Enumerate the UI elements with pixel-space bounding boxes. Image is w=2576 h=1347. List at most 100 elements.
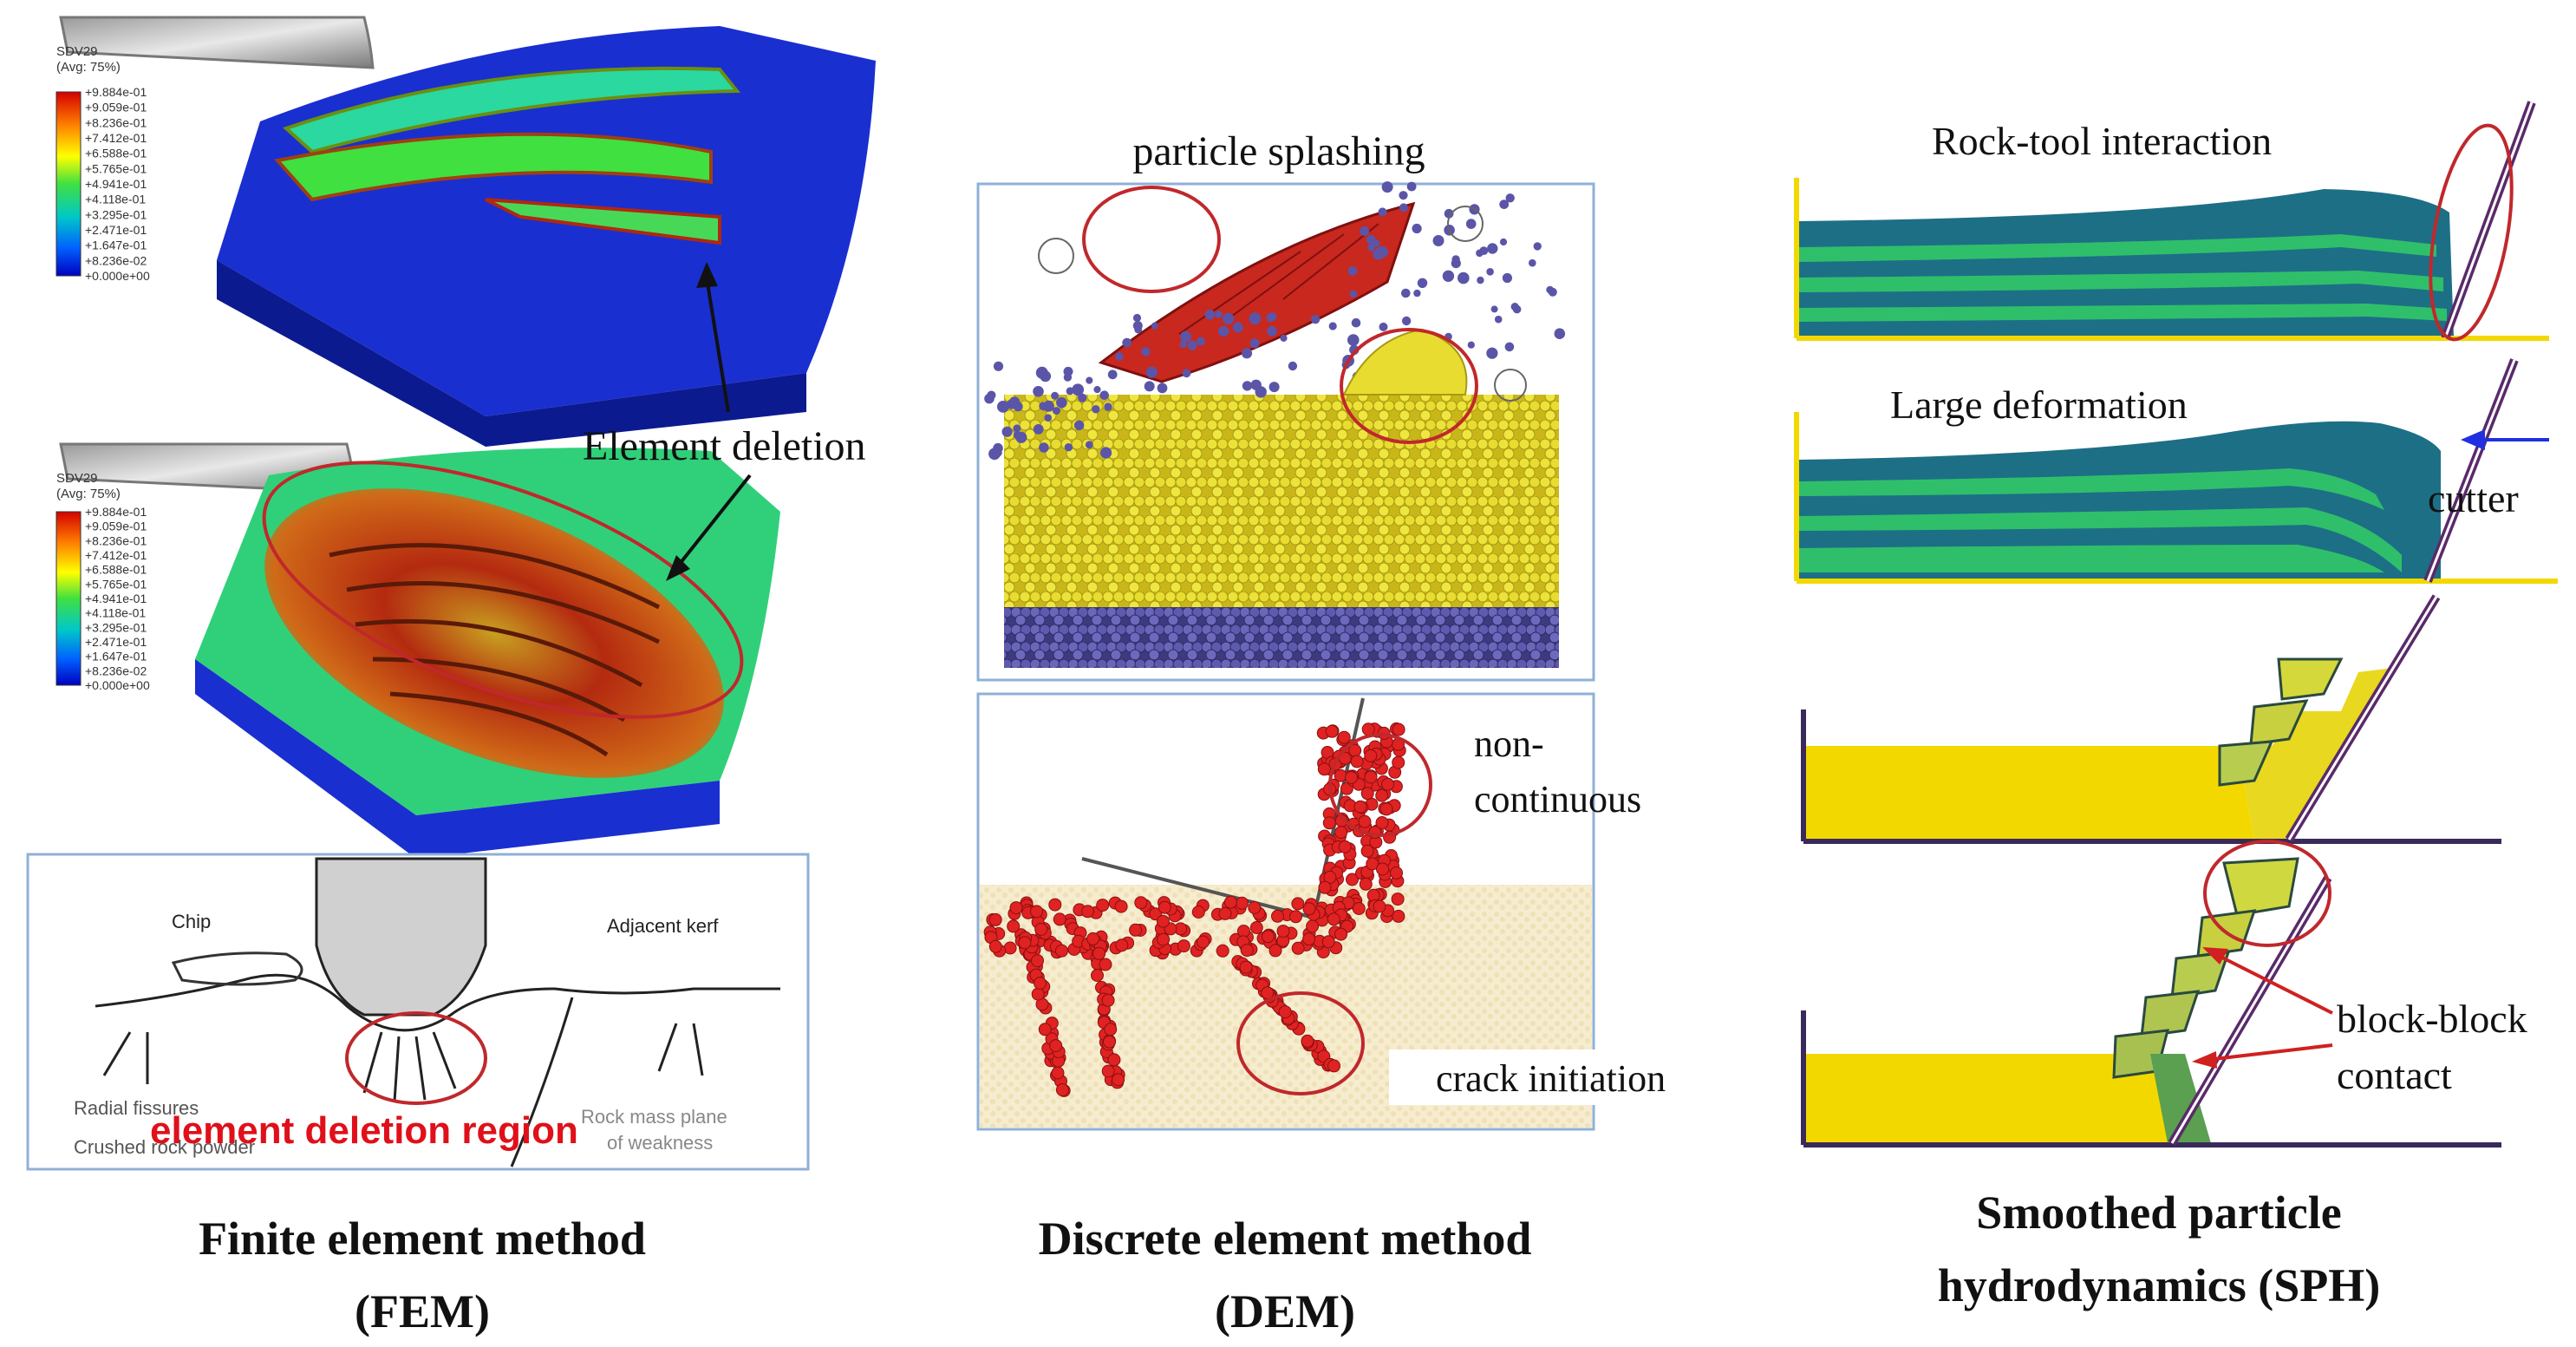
contact-arrowhead-2 [2192, 1051, 2217, 1069]
dem-red-particle [1103, 1035, 1116, 1049]
splash-particle [1432, 235, 1445, 246]
sph-debris-4 [2150, 1054, 2211, 1143]
sph-band-1b [1799, 271, 2443, 292]
splash-particle [1467, 341, 1475, 349]
splash-particle [1328, 322, 1337, 330]
arrow-to-damage [675, 474, 752, 570]
dem-red-particle [1030, 905, 1043, 919]
legend1-value-7: +4.118e-01 [85, 193, 146, 206]
fem-sketch-panel: Chip Adjacent kerf Radial fissures Crush… [26, 853, 810, 1171]
dem-red-particle [1049, 1039, 1063, 1053]
dem-red-particle [1390, 866, 1403, 879]
legend2-value-0: +9.884e-01 [85, 505, 147, 519]
dem-red-particle [1031, 954, 1044, 968]
dem-red-particle [1034, 922, 1048, 936]
dem-red-particle [1157, 932, 1171, 946]
splash-particle [1280, 334, 1288, 342]
splash-particle [1412, 223, 1422, 234]
splash-particle [994, 448, 1002, 457]
dem-red-particle [1360, 787, 1374, 801]
fem-panel-1: SDV29 (Avg: 75%) +9.884e-01+9.059e-01+8.… [55, 16, 876, 447]
splash-particle [1157, 383, 1168, 394]
dem-red-particle [1092, 946, 1106, 960]
dem-red-particle [1268, 944, 1282, 958]
dem-red-particle [1096, 899, 1110, 912]
sph-panel-4: block-block contact [1801, 840, 2527, 1148]
splash-particle [1223, 312, 1235, 324]
fem-groove-2 [274, 132, 713, 202]
dem-red-particle [1240, 944, 1254, 958]
legend-subtitle-1: (Avg: 75%) [56, 60, 121, 75]
splash-particle [1529, 258, 1536, 267]
dem-red-particle [1346, 873, 1359, 886]
dem-red-particle [1018, 936, 1032, 950]
dem-red-particle [1007, 919, 1021, 933]
splash-particle [1490, 305, 1498, 313]
dem-red-particle [1081, 905, 1094, 919]
splash-particle [1241, 348, 1253, 359]
splash-particle [993, 361, 1004, 371]
dem-red-particle [1392, 723, 1405, 736]
dem-red-particle [1359, 877, 1373, 891]
splash-particle [1486, 268, 1494, 276]
splash-particle [1132, 313, 1142, 323]
deletion-highlight-ellipse [262, 461, 744, 719]
contact-arrowhead-1 [2202, 947, 2228, 964]
dem-red-particle [1301, 1034, 1314, 1048]
splash-particle [1504, 342, 1515, 352]
splash-particle [1494, 315, 1503, 324]
splash-particle [1417, 278, 1428, 288]
splash-particle [1401, 288, 1411, 298]
dem-red-particle [1114, 899, 1128, 913]
splash-particle [1051, 391, 1060, 400]
sketch-tool [315, 857, 487, 1017]
splash-particle [1232, 322, 1243, 333]
dem-red-particle [1236, 896, 1249, 910]
legend-bar-2 [55, 511, 82, 686]
dem-red-particle [1107, 1053, 1121, 1067]
legend2-value-12: +0.000e+00 [85, 678, 150, 692]
splash-particle [1372, 239, 1380, 247]
legend1-value-0: +9.884e-01 [85, 85, 147, 99]
splash-particle [1196, 337, 1205, 346]
splash-particle [1215, 311, 1223, 318]
arrowhead-down [666, 555, 690, 581]
sph-panel-2: Large deformation cutter [1794, 358, 2558, 584]
dem-red-particle [1317, 762, 1331, 776]
dem-red-particle [1376, 862, 1389, 876]
legend1-value-4: +6.588e-01 [85, 147, 147, 160]
splash-particle [1502, 272, 1512, 284]
crack-initiation-label: crack initiation [1436, 1057, 1666, 1100]
arrowhead-up [696, 262, 718, 288]
sph-block-3c [2218, 740, 2274, 787]
sph-bed-3 [1803, 746, 2254, 840]
sph-bed-1 [1799, 189, 2454, 337]
splash-particle [1064, 443, 1073, 452]
splash-particle [1078, 393, 1087, 402]
splash-particle [997, 401, 1009, 413]
splash-particle [1063, 373, 1073, 382]
splash-particle [1145, 366, 1158, 378]
dem-red-particle [1379, 802, 1393, 816]
splash-particle [1347, 266, 1358, 276]
dem-red-particle [1350, 755, 1364, 768]
sph-caption-line-2: hydrodynamics (SPH) [1938, 1259, 2381, 1311]
dem-red-particle [1055, 1083, 1069, 1096]
splash-particle [1510, 303, 1519, 311]
splash-particle [1180, 330, 1191, 343]
legend2-value-7: +4.118e-01 [85, 606, 146, 620]
dem-red-particle [1325, 724, 1339, 738]
sph-band-2c [1799, 545, 2384, 572]
splash-particle [1107, 369, 1118, 380]
legend2-value-10: +1.647e-01 [85, 650, 147, 664]
dem-caption-line-2: (DEM) [1215, 1285, 1355, 1337]
splash-particle [1151, 322, 1158, 330]
dem-red-particle [1134, 896, 1148, 910]
splash-particle [1044, 414, 1052, 422]
splash-particle [1381, 181, 1393, 193]
dem-red-particle [1101, 993, 1115, 1007]
legend-title-2: SDV29 [56, 471, 98, 486]
splash-particle [1250, 379, 1262, 390]
non-continuous-ellipse [1328, 733, 1432, 837]
